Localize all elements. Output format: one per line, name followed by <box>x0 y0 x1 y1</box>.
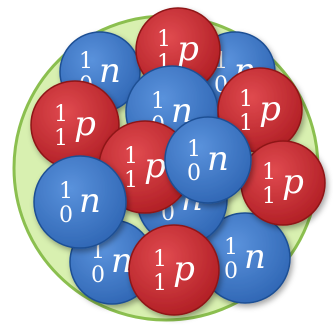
charge-number: 1 <box>54 126 68 151</box>
charge-number: 1 <box>153 271 167 296</box>
mass-number: 1 <box>59 179 73 204</box>
mass-number: 1 <box>79 49 93 74</box>
charge-number: 0 <box>224 259 238 284</box>
proton-symbol: p <box>177 29 199 69</box>
mass-number: 1 <box>239 87 253 112</box>
nucleon-group: 10n10n11p10n11p11p10n10n10n11p10n11p10n1… <box>31 8 325 315</box>
neutron-symbol: n <box>79 181 101 221</box>
mass-number: 1 <box>187 137 201 162</box>
charge-number: 0 <box>187 161 201 186</box>
charge-number: 1 <box>124 168 138 193</box>
mass-number: 1 <box>224 235 238 260</box>
proton-symbol: p <box>173 249 195 289</box>
mass-number: 1 <box>153 247 167 272</box>
proton-symbol: p <box>144 146 166 186</box>
charge-number: 0 <box>91 263 105 288</box>
proton-symbol: p <box>74 104 96 144</box>
mass-number: 1 <box>262 160 276 185</box>
mass-number: 1 <box>124 144 138 169</box>
mass-number: 1 <box>151 89 165 114</box>
neutron-symbol: n <box>207 139 229 179</box>
neutron-symbol: n <box>99 51 121 91</box>
charge-number: 1 <box>262 184 276 209</box>
charge-number: 0 <box>59 203 73 228</box>
mass-number: 1 <box>157 27 171 52</box>
proton-symbol: p <box>282 162 304 202</box>
proton-symbol: p <box>259 89 281 129</box>
mass-number: 1 <box>54 102 68 127</box>
neutron-symbol: n <box>244 237 266 277</box>
